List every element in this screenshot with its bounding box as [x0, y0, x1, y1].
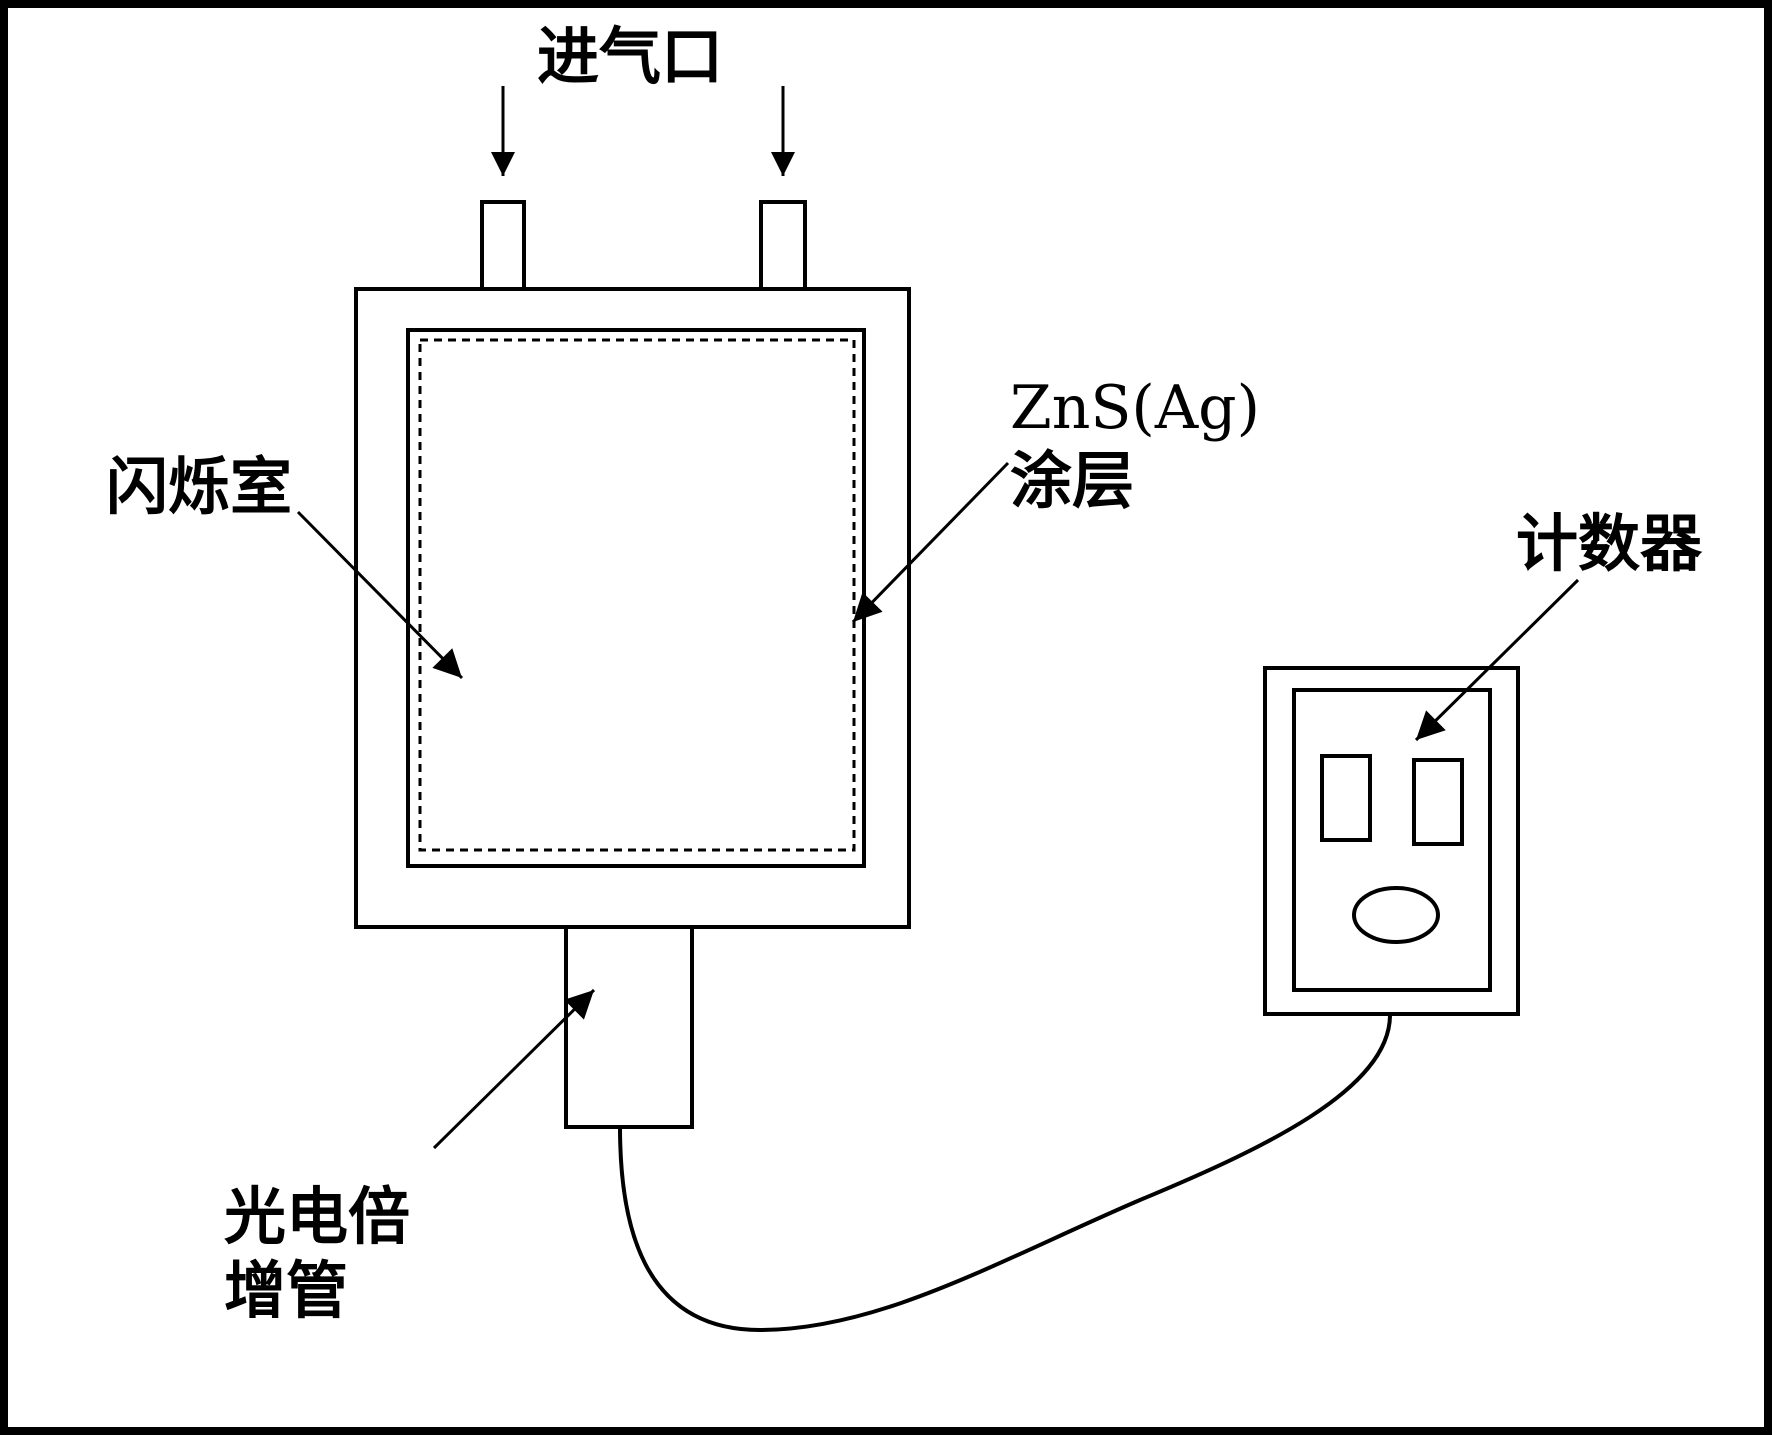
counter-pointer: [1414, 578, 1580, 742]
inlet-pipe-right: [759, 200, 807, 291]
coating-label-line2: 涂层: [1010, 444, 1134, 517]
chamber-pointer: [296, 510, 464, 680]
coating-pointer: [851, 461, 1010, 624]
pmt-pointer: [432, 988, 596, 1150]
counter-display-right: [1412, 758, 1464, 846]
pmt-label-line2: 增管: [224, 1254, 348, 1327]
scintillation-chamber: [406, 328, 866, 868]
counter-label: 计数器: [1516, 507, 1703, 580]
photomultiplier-tube: [564, 925, 694, 1129]
inlet-label: 进气口: [537, 20, 723, 93]
signal-cable: [618, 1014, 1392, 1333]
pmt-label-line1: 光电倍: [224, 1180, 410, 1253]
chamber-label: 闪烁室: [106, 450, 292, 523]
inlet-pipe-left: [480, 200, 526, 291]
counter-knob: [1352, 886, 1440, 944]
counter-display-left: [1320, 754, 1372, 842]
coating-label-line1: ZnS(Ag): [1010, 373, 1260, 443]
